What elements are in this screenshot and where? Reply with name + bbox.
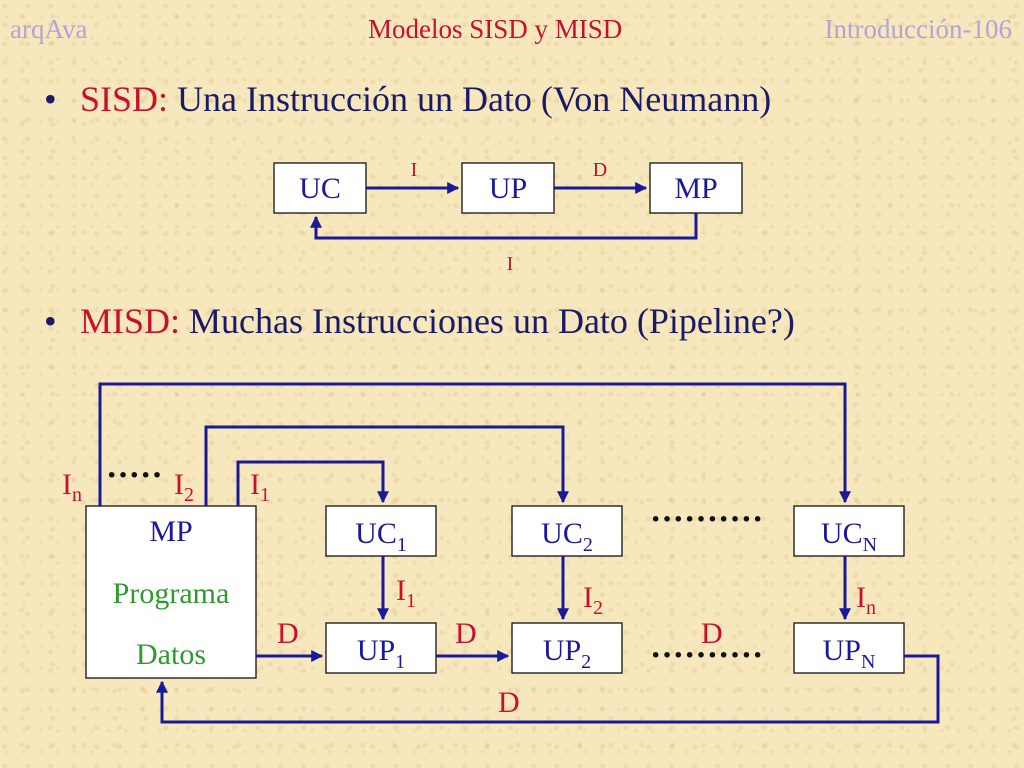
- misd-ucn-label: UCN: [821, 517, 877, 556]
- sisd-arrow-mp-uc: [310, 213, 698, 240]
- misd-label-d-up2-upn: D: [701, 617, 723, 650]
- bullet-sisd: • SISD: Una Instrucción un Dato (Von Neum…: [44, 78, 771, 120]
- bullet-dot-icon: •: [44, 301, 57, 341]
- slide-title: Modelos SISD y MISD: [368, 14, 623, 44]
- bullet-misd-term: MISD:: [80, 301, 181, 341]
- sisd-uc-box: [273, 162, 367, 214]
- misd-label-d-mp-up1: D: [277, 617, 299, 650]
- bullet-sisd-term: SISD:: [80, 79, 169, 119]
- misd-mp-box: [85, 505, 257, 679]
- misd-label-in: In: [62, 468, 82, 506]
- misd-upn-box: [793, 622, 905, 674]
- sisd-up-label: UP: [489, 172, 527, 205]
- sisd-label-return-i: I: [507, 253, 514, 275]
- bullet-misd: • MISD: Muchas Instrucciones un Dato (Pip…: [44, 300, 795, 342]
- misd-label-i2: I2: [174, 468, 194, 506]
- misd-label-i1: I1: [250, 468, 270, 506]
- header-course: arqAva: [10, 14, 88, 44]
- bullet-sisd-text: Una Instrucción un Dato (Von Neumann): [168, 79, 772, 119]
- sisd-label-d: D: [593, 159, 607, 181]
- sisd-label-i: I: [411, 159, 418, 181]
- sisd-mp-label: MP: [674, 172, 717, 205]
- bullet-dot-icon: •: [44, 79, 57, 119]
- misd-label-v2: I2: [583, 581, 603, 619]
- misd-wire-in-to-ucn: [98, 382, 851, 506]
- misd-upn-label: UPN: [823, 634, 876, 673]
- misd-dots-uc-row: ··········: [650, 501, 763, 538]
- misd-up1-label: UP1: [357, 634, 405, 673]
- misd-wire-i2-to-uc2: [204, 425, 569, 506]
- slide-number: Introducción-106: [824, 14, 1012, 44]
- misd-dots-top-left: ·····: [106, 457, 163, 494]
- misd-ucn-box: [793, 505, 905, 557]
- sisd-up-box: [461, 162, 555, 214]
- misd-mp-title: MP: [149, 515, 192, 548]
- misd-diagram: MP Programa Datos UC1 UC2 UCN UP1 UP2 UP…: [62, 382, 940, 724]
- misd-mp-program: Programa: [113, 577, 230, 610]
- misd-label-v1: I1: [396, 574, 416, 612]
- misd-up1-box: [325, 622, 437, 674]
- sisd-uc-label: UC: [299, 172, 341, 205]
- misd-wire-i1-to-uc1: [236, 460, 389, 506]
- bullet-misd-text: Muchas Instrucciones un Dato (Pipeline?): [180, 301, 795, 341]
- misd-up2-box: [511, 622, 623, 674]
- misd-dots-up-row: ··········: [650, 637, 763, 674]
- misd-label-d-up1-up2: D: [455, 617, 477, 650]
- sisd-diagram: UC UP MP I D I: [273, 159, 743, 275]
- misd-uc2-label: UC2: [541, 517, 593, 556]
- misd-uc1-label: UC1: [355, 517, 407, 556]
- sisd-mp-box: [649, 162, 743, 214]
- misd-label-d-return: D: [498, 686, 520, 719]
- misd-mp-data: Datos: [136, 638, 206, 671]
- misd-arrow-upn-mp: [156, 654, 940, 724]
- misd-up2-label: UP2: [543, 634, 591, 673]
- misd-uc2-box: [511, 505, 623, 557]
- misd-uc1-box: [325, 505, 437, 557]
- misd-label-vn: In: [856, 581, 876, 619]
